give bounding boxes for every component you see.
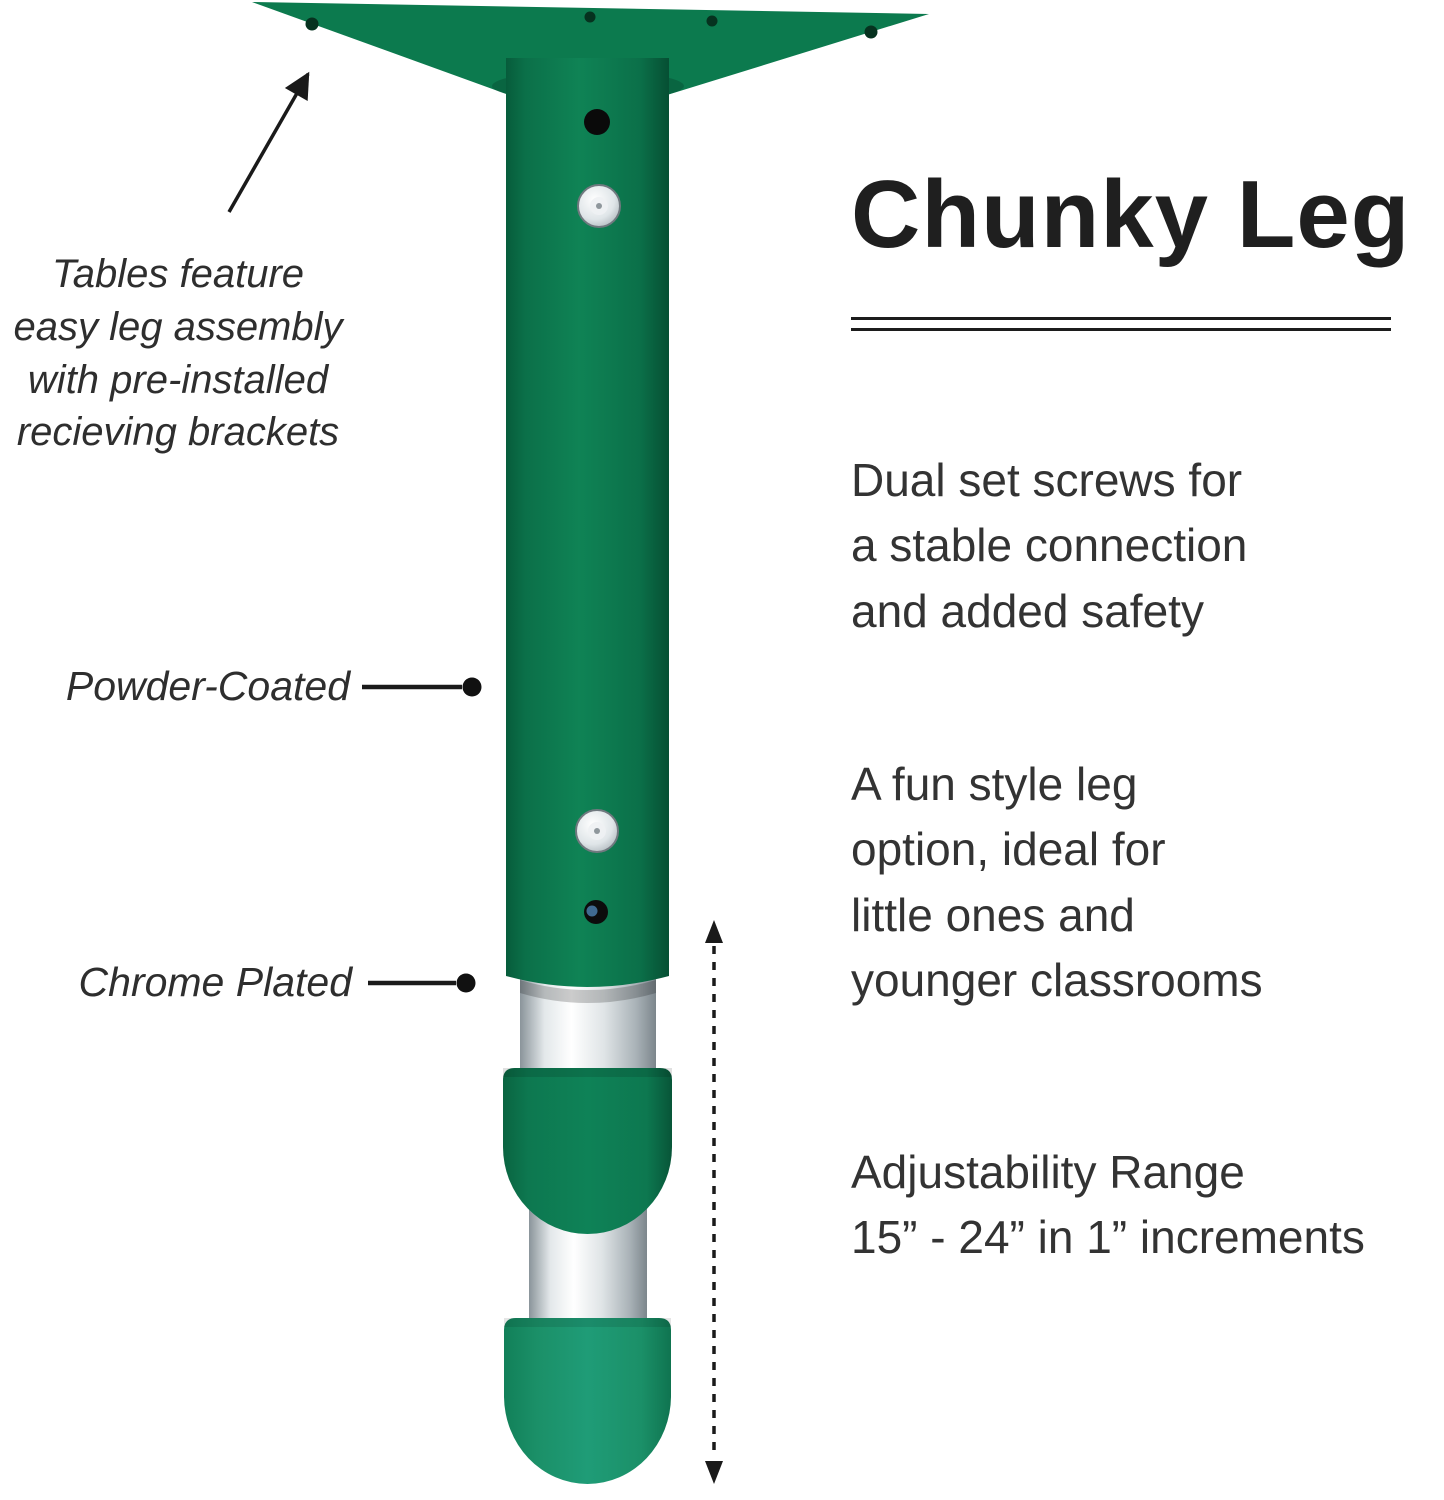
foot-top-shadow (504, 1318, 671, 1327)
title-double-underline (851, 317, 1391, 331)
leg-column (506, 58, 669, 987)
powder-coated-label: Powder-Coated (65, 663, 350, 709)
feature-adjustability-range: Adjustability Range 15” - 24” in 1” incr… (851, 1146, 1365, 1264)
leg-hole-bottom (584, 900, 608, 924)
plate-screw-hole (584, 11, 596, 23)
leg-bottom-shadow (520, 980, 656, 1003)
measure-arrowhead-top (705, 920, 723, 943)
measure-arrowhead-bottom (705, 1461, 723, 1484)
set-screw-bottom (575, 809, 619, 853)
feature-fun-style-leg: A fun style leg option, ideal for little… (851, 758, 1263, 1006)
assembly-note: Tables feature easy leg assembly with pr… (13, 252, 343, 455)
set-screw-top (577, 184, 621, 228)
collar-top-shadow (503, 1068, 672, 1077)
adjustment-collar (503, 1068, 672, 1234)
leg-hole-top (584, 109, 610, 135)
mounting-plate-face (252, 2, 929, 95)
plate-screw-hole (305, 17, 319, 31)
chrome-plated-label: Chrome Plated (78, 959, 352, 1005)
plate-screw-hole (706, 15, 718, 27)
feature-dual-set-screws: Dual set screws for a stable connection … (851, 454, 1248, 637)
assembly-note-arrow (227, 71, 310, 213)
chrome-leader-dot (456, 973, 476, 993)
plate-screw-hole (864, 25, 878, 39)
powder-leader-dot (462, 677, 482, 697)
foot-cap (504, 1318, 671, 1484)
product-title: Chunky Leg (851, 161, 1411, 268)
adjustability-measure-line (705, 920, 723, 1484)
